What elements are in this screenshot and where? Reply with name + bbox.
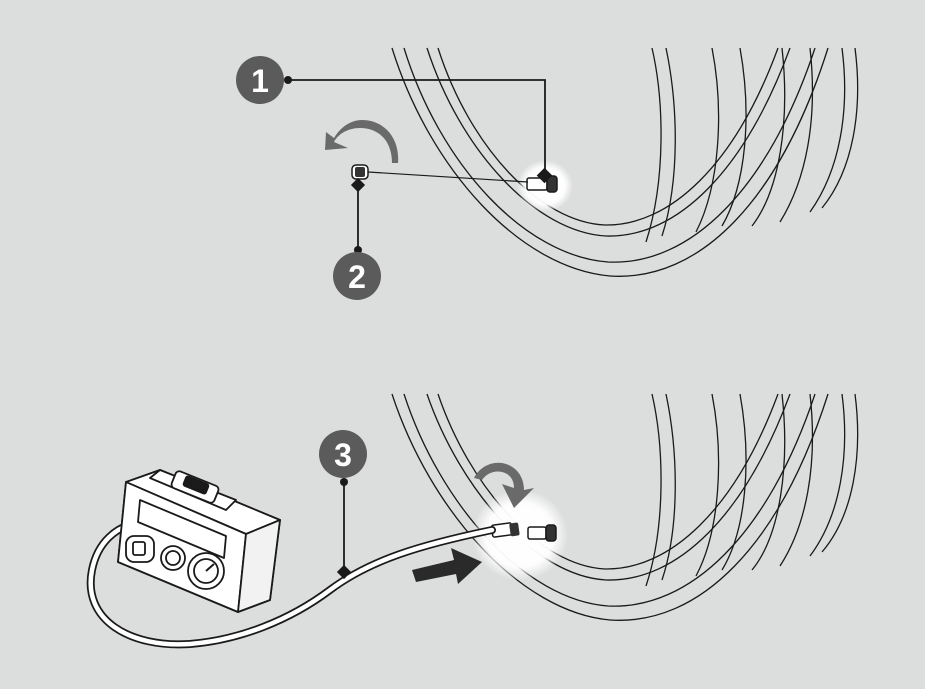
valve-stem-bottom-icon: [527, 524, 557, 542]
leader-dot: [340, 478, 348, 486]
cap-chain: [367, 171, 529, 183]
air-compressor: [117, 469, 281, 613]
leader-diamond: [350, 177, 366, 193]
valve-stem-icon: [526, 175, 558, 193]
leader-dot: [284, 76, 292, 84]
leader-diamond: [536, 167, 553, 184]
rotate-cw-arrow-icon: [474, 462, 534, 508]
callout-1-label: 1: [251, 63, 269, 99]
callout-1-leader: [288, 79, 546, 172]
valve-highlight-bottom: [472, 489, 568, 581]
tire-bottom: [391, 393, 859, 621]
valve-cap-icon: [351, 164, 369, 180]
callout-2-label: 2: [348, 259, 366, 295]
leader-dot: [354, 246, 362, 254]
callout-3: 3: [319, 430, 367, 478]
air-hose: [86, 520, 496, 649]
tire-top: [391, 47, 859, 277]
callout-2: 2: [333, 252, 381, 300]
callout-3-label: 3: [334, 437, 352, 473]
leader-diamond: [336, 564, 352, 580]
rotate-ccw-arrow-icon: [325, 120, 399, 163]
callout-1: 1: [236, 56, 284, 104]
push-arrow-icon: [412, 548, 482, 584]
